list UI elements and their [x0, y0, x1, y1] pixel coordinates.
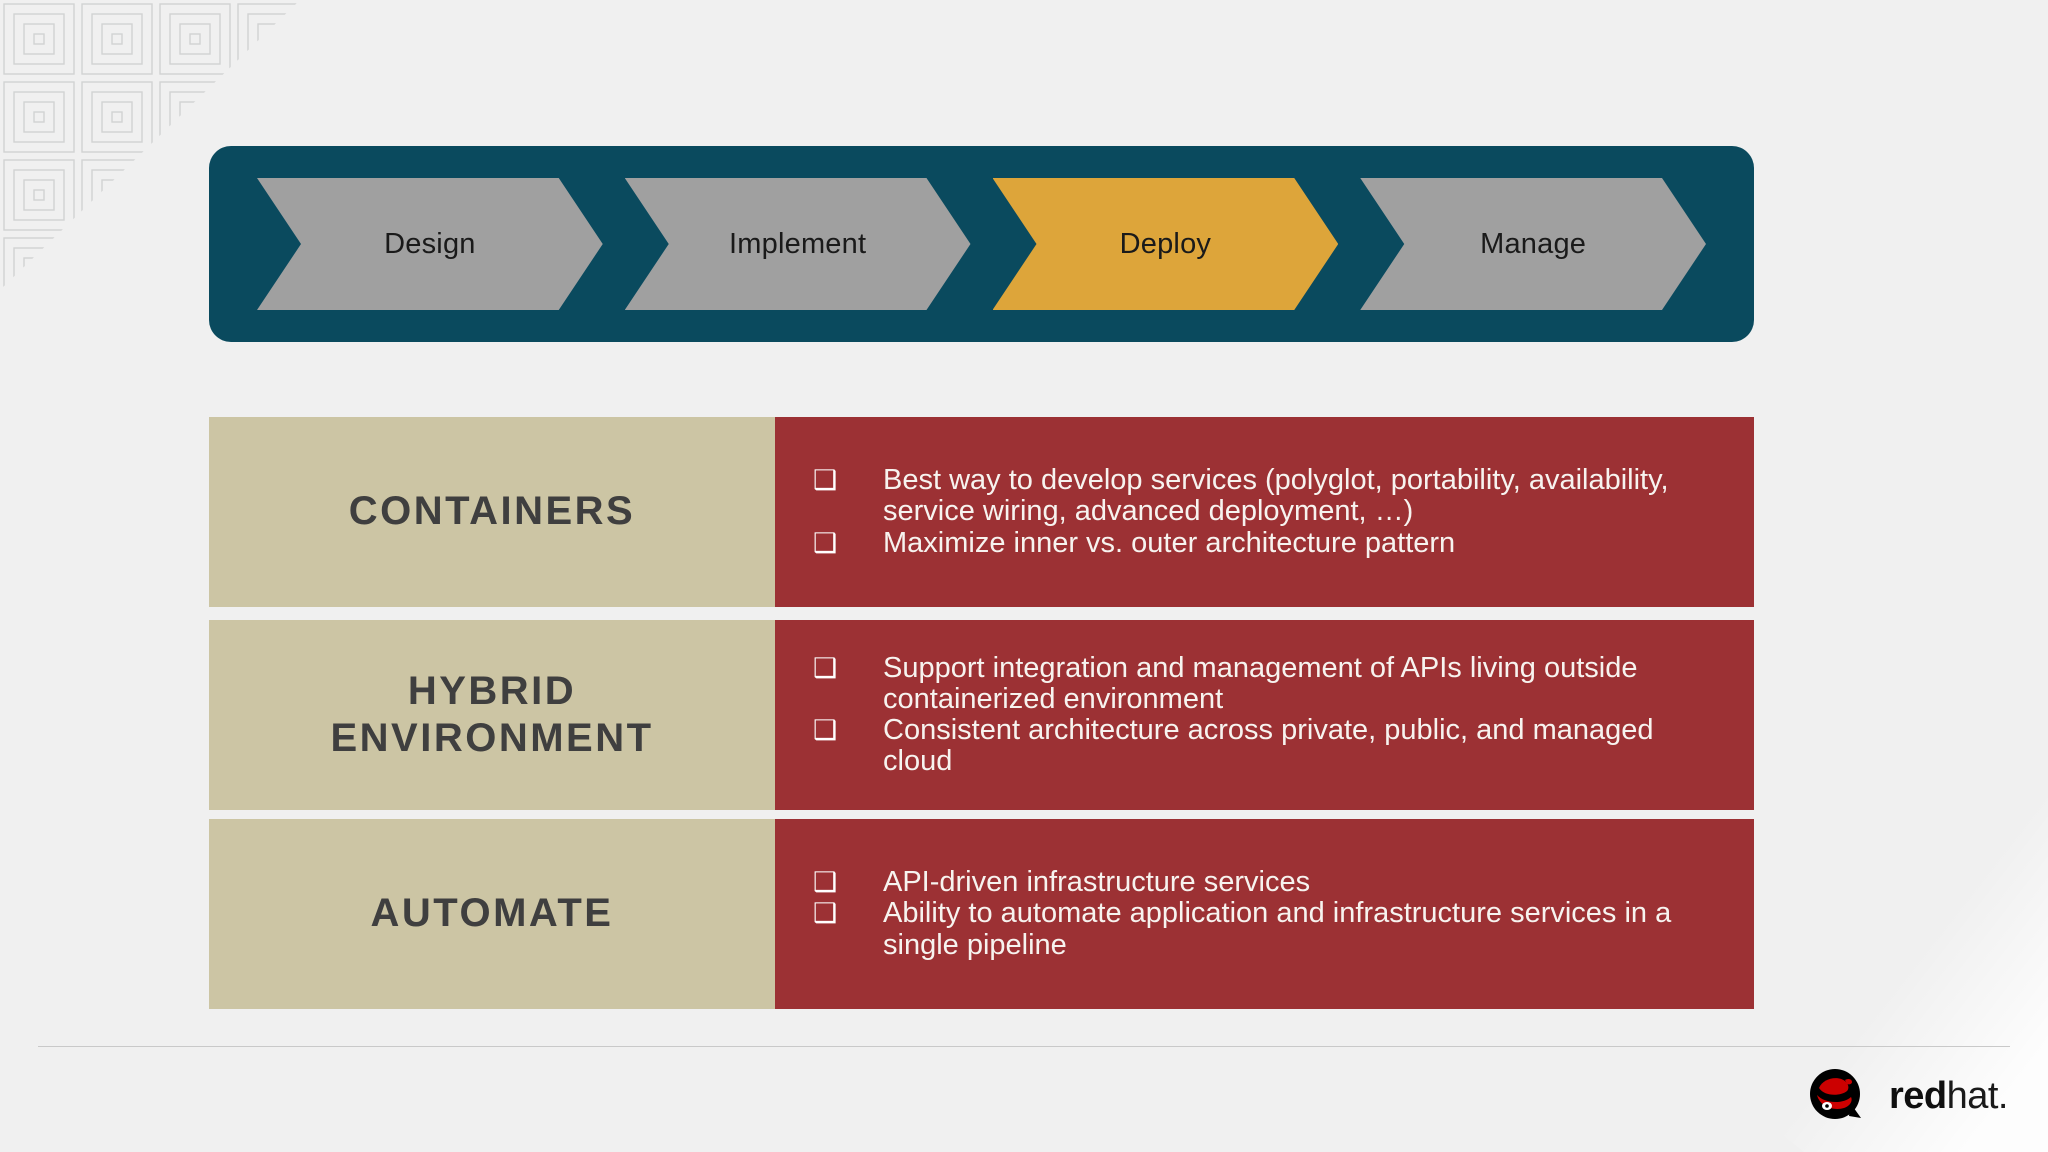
bullet-square-icon: ❑ — [813, 898, 838, 929]
redhat-logo: redhat. — [1805, 1068, 2009, 1124]
process-step-deploy[interactable]: Deploy — [993, 178, 1339, 310]
row-label-panel: HYBRID ENVIRONMENT — [209, 620, 775, 810]
bullet-text: Best way to develop services (polyglot, … — [883, 464, 1669, 528]
row-title: AUTOMATE — [370, 891, 614, 936]
bullet-item: ❑ Support integration and management of A… — [809, 651, 1728, 715]
bullet-text: Maximize inner vs. outer architecture pa… — [883, 526, 1456, 559]
footer-divider — [38, 1046, 2010, 1047]
bullet-item: ❑ Ability to automate application and inf… — [809, 898, 1728, 960]
process-step-label: Design — [384, 227, 476, 260]
process-step-design[interactable]: Design — [257, 178, 603, 310]
bullet-square-icon: ❑ — [813, 527, 838, 558]
bullet-text: Ability to automate application and infr… — [883, 897, 1672, 961]
content-row: CONTAINERS ❑ Best way to develop services … — [209, 417, 1754, 607]
bullet-square-icon: ❑ — [813, 465, 838, 496]
process-step-manage[interactable]: Manage — [1360, 178, 1706, 310]
row-title: HYBRID ENVIRONMENT — [330, 668, 654, 760]
content-row: AUTOMATE ❑ API-driven infrastructure servi… — [209, 819, 1754, 1009]
bullet-item: ❑ API-driven infrastructure services — [809, 867, 1728, 898]
bullet-text: Consistent architecture across private, … — [883, 714, 1654, 778]
row-label-panel: CONTAINERS — [209, 417, 775, 607]
process-step-label: Implement — [729, 227, 867, 260]
redhat-wordmark-light: hat. — [1946, 1074, 2009, 1117]
bullet-text: Support integration and management of AP… — [883, 651, 1638, 715]
process-step-label: Deploy — [1119, 227, 1212, 260]
row-bullets-panel: ❑ Support integration and management of A… — [775, 620, 1754, 810]
bullet-item: ❑ Best way to develop services (polyglot,… — [809, 465, 1728, 527]
row-bullets-panel: ❑ API-driven infrastructure services ❑ Abil… — [775, 819, 1754, 1009]
redhat-wordmark-bold: red — [1888, 1074, 1947, 1117]
redhat-shadowman-icon — [1809, 1069, 1861, 1119]
diagonal-highlight-band — [1778, 28, 2048, 1152]
bullet-square-icon: ❑ — [813, 867, 838, 898]
bullet-square-icon: ❑ — [813, 652, 838, 683]
bullet-item: ❑ Consistent architecture across private,… — [809, 714, 1728, 778]
bullet-text: API-driven infrastructure services — [883, 866, 1311, 899]
row-title: CONTAINERS — [348, 489, 636, 534]
redhat-wordmark: redhat. — [1888, 1074, 2009, 1118]
process-step-label: Manage — [1480, 227, 1587, 260]
row-bullets-panel: ❑ Best way to develop services (polyglot,… — [775, 417, 1754, 607]
bullet-square-icon: ❑ — [813, 715, 838, 745]
process-step-implement[interactable]: Implement — [625, 178, 971, 310]
bullet-item: ❑ Maximize inner vs. outer architecture p… — [809, 526, 1728, 559]
row-label-panel: AUTOMATE — [209, 819, 775, 1009]
content-row: HYBRID ENVIRONMENT ❑ Support integration a… — [209, 620, 1754, 810]
process-step-bar: Design Implement Deploy Manage — [209, 146, 1754, 342]
